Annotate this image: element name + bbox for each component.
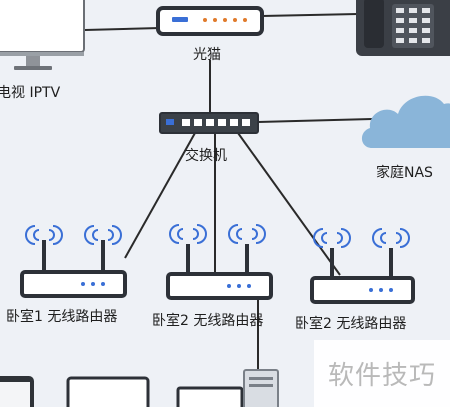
wireless-router-icon-2a <box>166 224 273 300</box>
line-switch-router2b <box>237 132 341 276</box>
wireless-router-icon-2b <box>310 228 415 304</box>
pc-tower-icon <box>243 369 279 407</box>
modem-label: 光猫 <box>193 47 221 63</box>
wireless-router-icon-1 <box>20 225 127 298</box>
cloud-icon <box>362 95 450 148</box>
connection-lines <box>84 13 373 372</box>
phone-device-icon <box>0 376 34 407</box>
network-switch-icon <box>159 112 259 134</box>
modem-icon <box>156 6 264 36</box>
line-modem-tv <box>84 27 161 31</box>
tv-icon <box>0 0 85 70</box>
line-switch-router1 <box>124 132 196 259</box>
switch-label: 交换机 <box>185 148 227 164</box>
watermark: 软件技巧 <box>314 340 450 407</box>
line-switch-nas <box>257 118 373 123</box>
telephone-icon <box>356 0 450 56</box>
router-2b-label: 卧室2 无线路由器 <box>295 316 407 332</box>
router-1-label: 卧室1 无线路由器 <box>6 309 118 325</box>
laptop-icon <box>66 376 150 407</box>
monitor-icon <box>176 386 244 407</box>
router-2a-label: 卧室2 无线路由器 <box>152 313 264 329</box>
tv-iptv-label: 电视 IPTV <box>0 85 61 101</box>
nas-label: 家庭NAS <box>376 165 433 181</box>
line-modem-phone <box>261 13 359 17</box>
